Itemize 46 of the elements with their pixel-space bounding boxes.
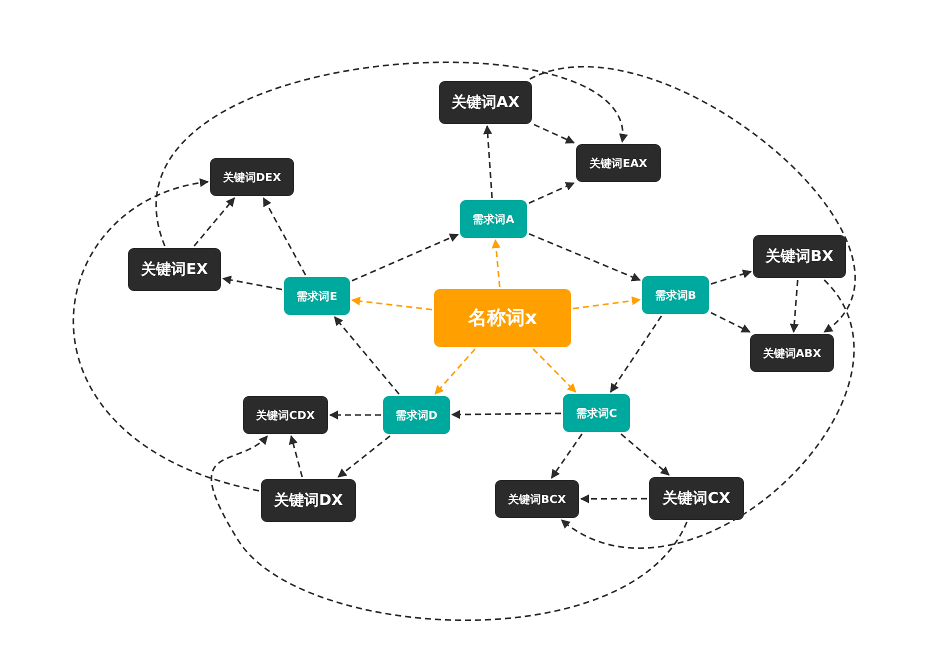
keyword-box: 关键词BCX: [495, 480, 579, 518]
arrow: [620, 433, 670, 476]
keyword-box: 关键词DEX: [210, 158, 294, 196]
demand-box: 需求词A: [460, 200, 527, 238]
arrow: [528, 233, 641, 282]
arrow: [156, 62, 625, 246]
arrow: [610, 316, 662, 393]
keyword-box: 关键词CX: [649, 477, 744, 520]
arrow: [288, 435, 303, 478]
arrow: [351, 296, 432, 310]
arrow: [72, 179, 260, 492]
arrow: [710, 270, 752, 285]
keyword-box: 关键词CDX: [243, 396, 328, 434]
arrow: [492, 239, 501, 288]
arrow: [528, 182, 575, 204]
keyword-box: 关键词EX: [128, 248, 221, 291]
keyword-box: 关键词BX: [753, 235, 846, 278]
arrow: [194, 197, 236, 247]
arrow: [334, 316, 400, 395]
arrow: [534, 124, 575, 144]
arrow: [210, 435, 688, 621]
arrow: [337, 435, 390, 478]
arrow: [560, 280, 854, 549]
keyword-box: 关键词DX: [261, 479, 356, 522]
arrow: [710, 312, 751, 333]
keyword-box: 关键词ABX: [750, 334, 834, 372]
arrow: [451, 410, 561, 420]
arrow: [790, 280, 799, 333]
keyword-box: 关键词AX: [439, 81, 532, 124]
arrow: [352, 234, 459, 282]
demand-box: 需求词E: [284, 277, 350, 315]
arrow: [483, 125, 493, 198]
arrow: [329, 410, 381, 420]
arrow: [532, 348, 576, 393]
arrow: [222, 276, 282, 290]
arrow: [572, 296, 641, 310]
demand-box: 需求词D: [383, 396, 450, 434]
topic-box: 名称词x: [434, 289, 571, 347]
arrow: [262, 197, 306, 276]
arrow: [580, 494, 647, 504]
demand-box: 需求词C: [563, 394, 630, 432]
arrow: [434, 348, 476, 395]
keyword-box: 关键词EAX: [576, 144, 661, 182]
demand-box: 需求词B: [642, 276, 709, 314]
arrow: [550, 434, 583, 479]
arrow: [530, 67, 856, 333]
